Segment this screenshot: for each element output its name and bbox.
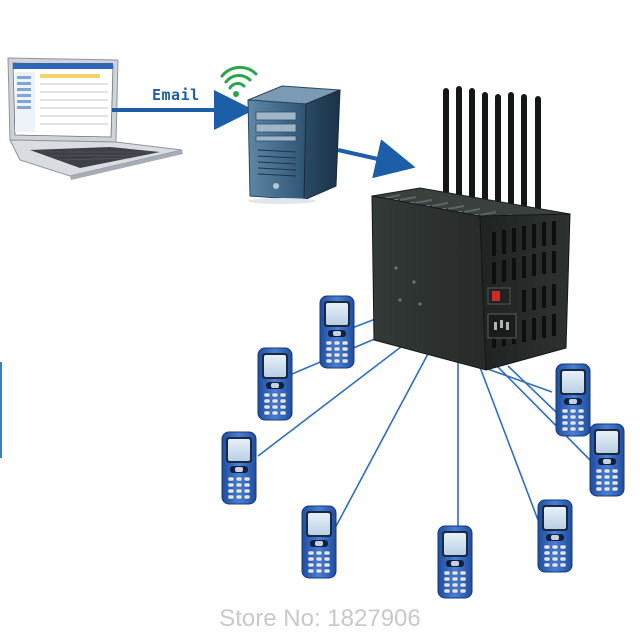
wire-8	[507, 365, 557, 413]
server-tower-icon	[247, 85, 341, 204]
mobile-phone-icon	[437, 525, 473, 599]
mobile-phone-icon	[319, 295, 355, 369]
email-label: Email	[152, 86, 200, 104]
laptop-icon	[7, 57, 183, 180]
mobile-phone-icon	[537, 499, 573, 573]
mobile-phone-icon	[555, 363, 591, 437]
mobile-phone-icon	[589, 423, 625, 497]
left-edge-line	[0, 362, 2, 458]
wire-4	[333, 349, 431, 531]
gsm-modem-pool-icon	[371, 86, 571, 371]
wire-6	[477, 361, 539, 521]
server-to-modem-arrow	[337, 139, 416, 179]
wire-7	[495, 364, 593, 463]
store-watermark: Store No: 1827906	[219, 605, 421, 632]
wifi-signal-icon	[220, 65, 258, 97]
mobile-phone-icon	[221, 431, 257, 505]
mobile-phone-icon	[257, 347, 293, 421]
wire-3	[257, 339, 411, 457]
mobile-phone-icon	[301, 505, 337, 579]
mobile-phones	[221, 295, 625, 599]
